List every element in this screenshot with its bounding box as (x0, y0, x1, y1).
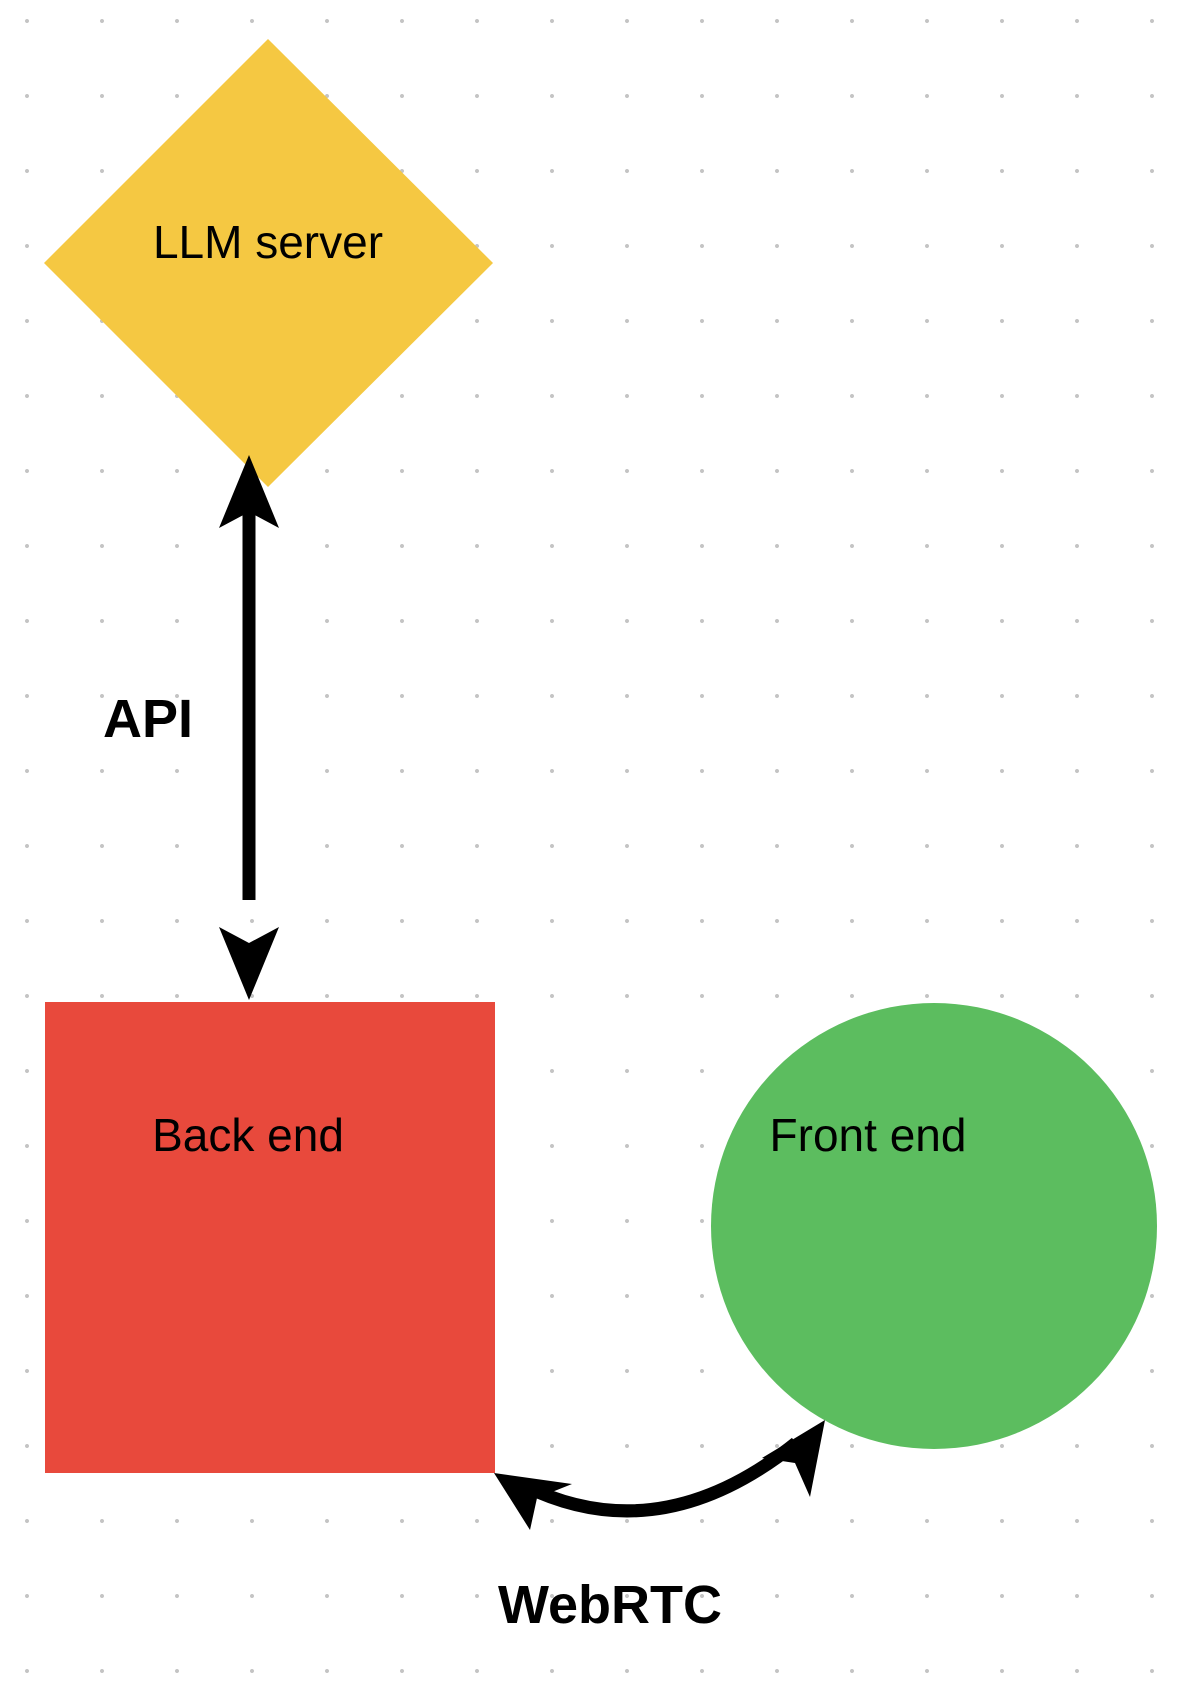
api-connector[interactable] (219, 455, 279, 1000)
api-edge-label: API (102, 689, 194, 749)
front-end-circle[interactable] (711, 1003, 1157, 1449)
webrtc-edge-label: WebRTC (498, 1575, 722, 1635)
webrtc-connector[interactable] (494, 1420, 825, 1530)
llm-server-diamond[interactable] (44, 39, 493, 487)
back-end-rectangle[interactable] (45, 1002, 495, 1473)
